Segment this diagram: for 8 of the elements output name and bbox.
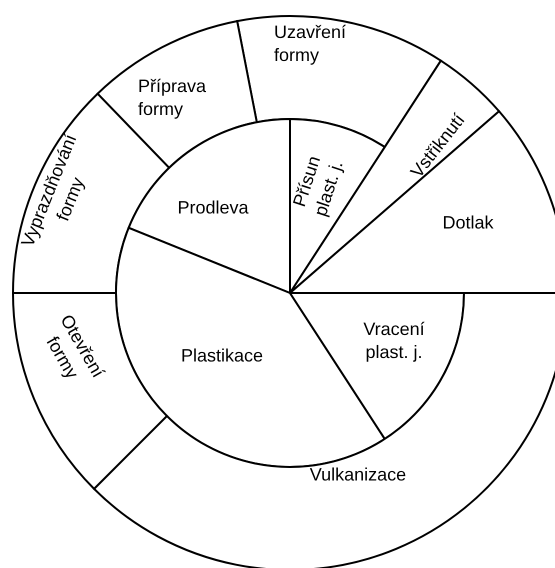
- segment-label: Plastikace: [180, 344, 264, 368]
- segment-label: Přísun plast. j.: [288, 152, 348, 221]
- segment-label: Příprava formy: [138, 75, 208, 121]
- segment-label: Prodleva: [176, 196, 250, 220]
- segment-label: Vracení plast. j.: [362, 318, 426, 364]
- segment-label: Uzavření formy: [274, 21, 348, 67]
- segment-label: Dotlak: [441, 212, 495, 234]
- segment-label: Vulkanizace: [308, 464, 408, 486]
